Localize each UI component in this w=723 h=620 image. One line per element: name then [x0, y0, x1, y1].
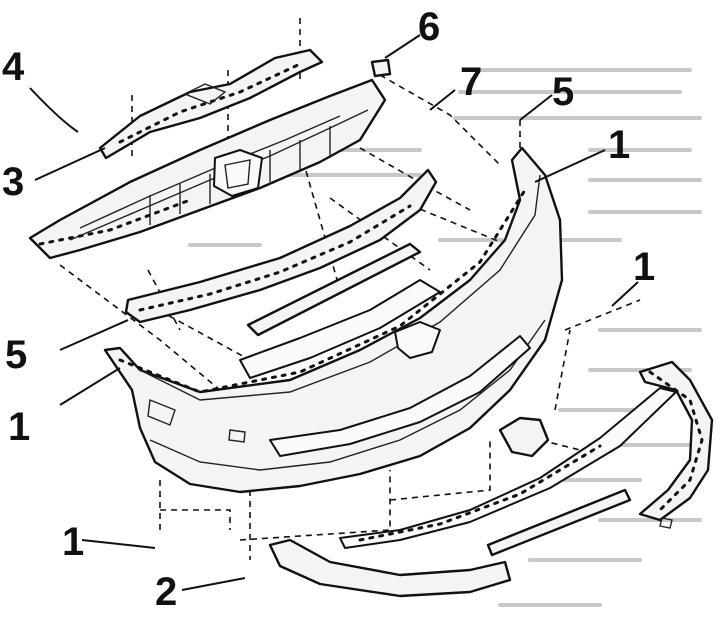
center-trim-bar — [246, 242, 422, 337]
callout-labels: 4 3 6 7 5 1 1 5 1 1 2 — [2, 5, 655, 614]
callout-leaders — [29, 34, 639, 591]
front-bumper-cover — [103, 146, 564, 494]
callout-5-right: 5 — [552, 70, 574, 114]
callout-1-left: 1 — [8, 405, 30, 449]
upper-trim-strip — [98, 48, 324, 160]
callout-3: 3 — [2, 160, 24, 204]
callout-2: 2 — [155, 570, 177, 614]
callout-4: 4 — [2, 45, 25, 89]
lower-spoiler-trim — [268, 538, 512, 598]
license-plate-bracket — [498, 416, 550, 458]
bumper-grille-insert — [124, 168, 438, 324]
callout-7: 7 — [460, 60, 482, 104]
callout-1-mid-right: 1 — [633, 245, 655, 289]
callout-1-bottom-left: 1 — [62, 520, 84, 564]
callout-5-left: 5 — [5, 333, 27, 377]
callout-6: 6 — [418, 5, 440, 49]
radiator-grille — [28, 78, 387, 260]
lower-right-moldings — [339, 360, 714, 557]
grille-clip — [370, 58, 392, 78]
callout-1-top-right: 1 — [608, 123, 630, 167]
